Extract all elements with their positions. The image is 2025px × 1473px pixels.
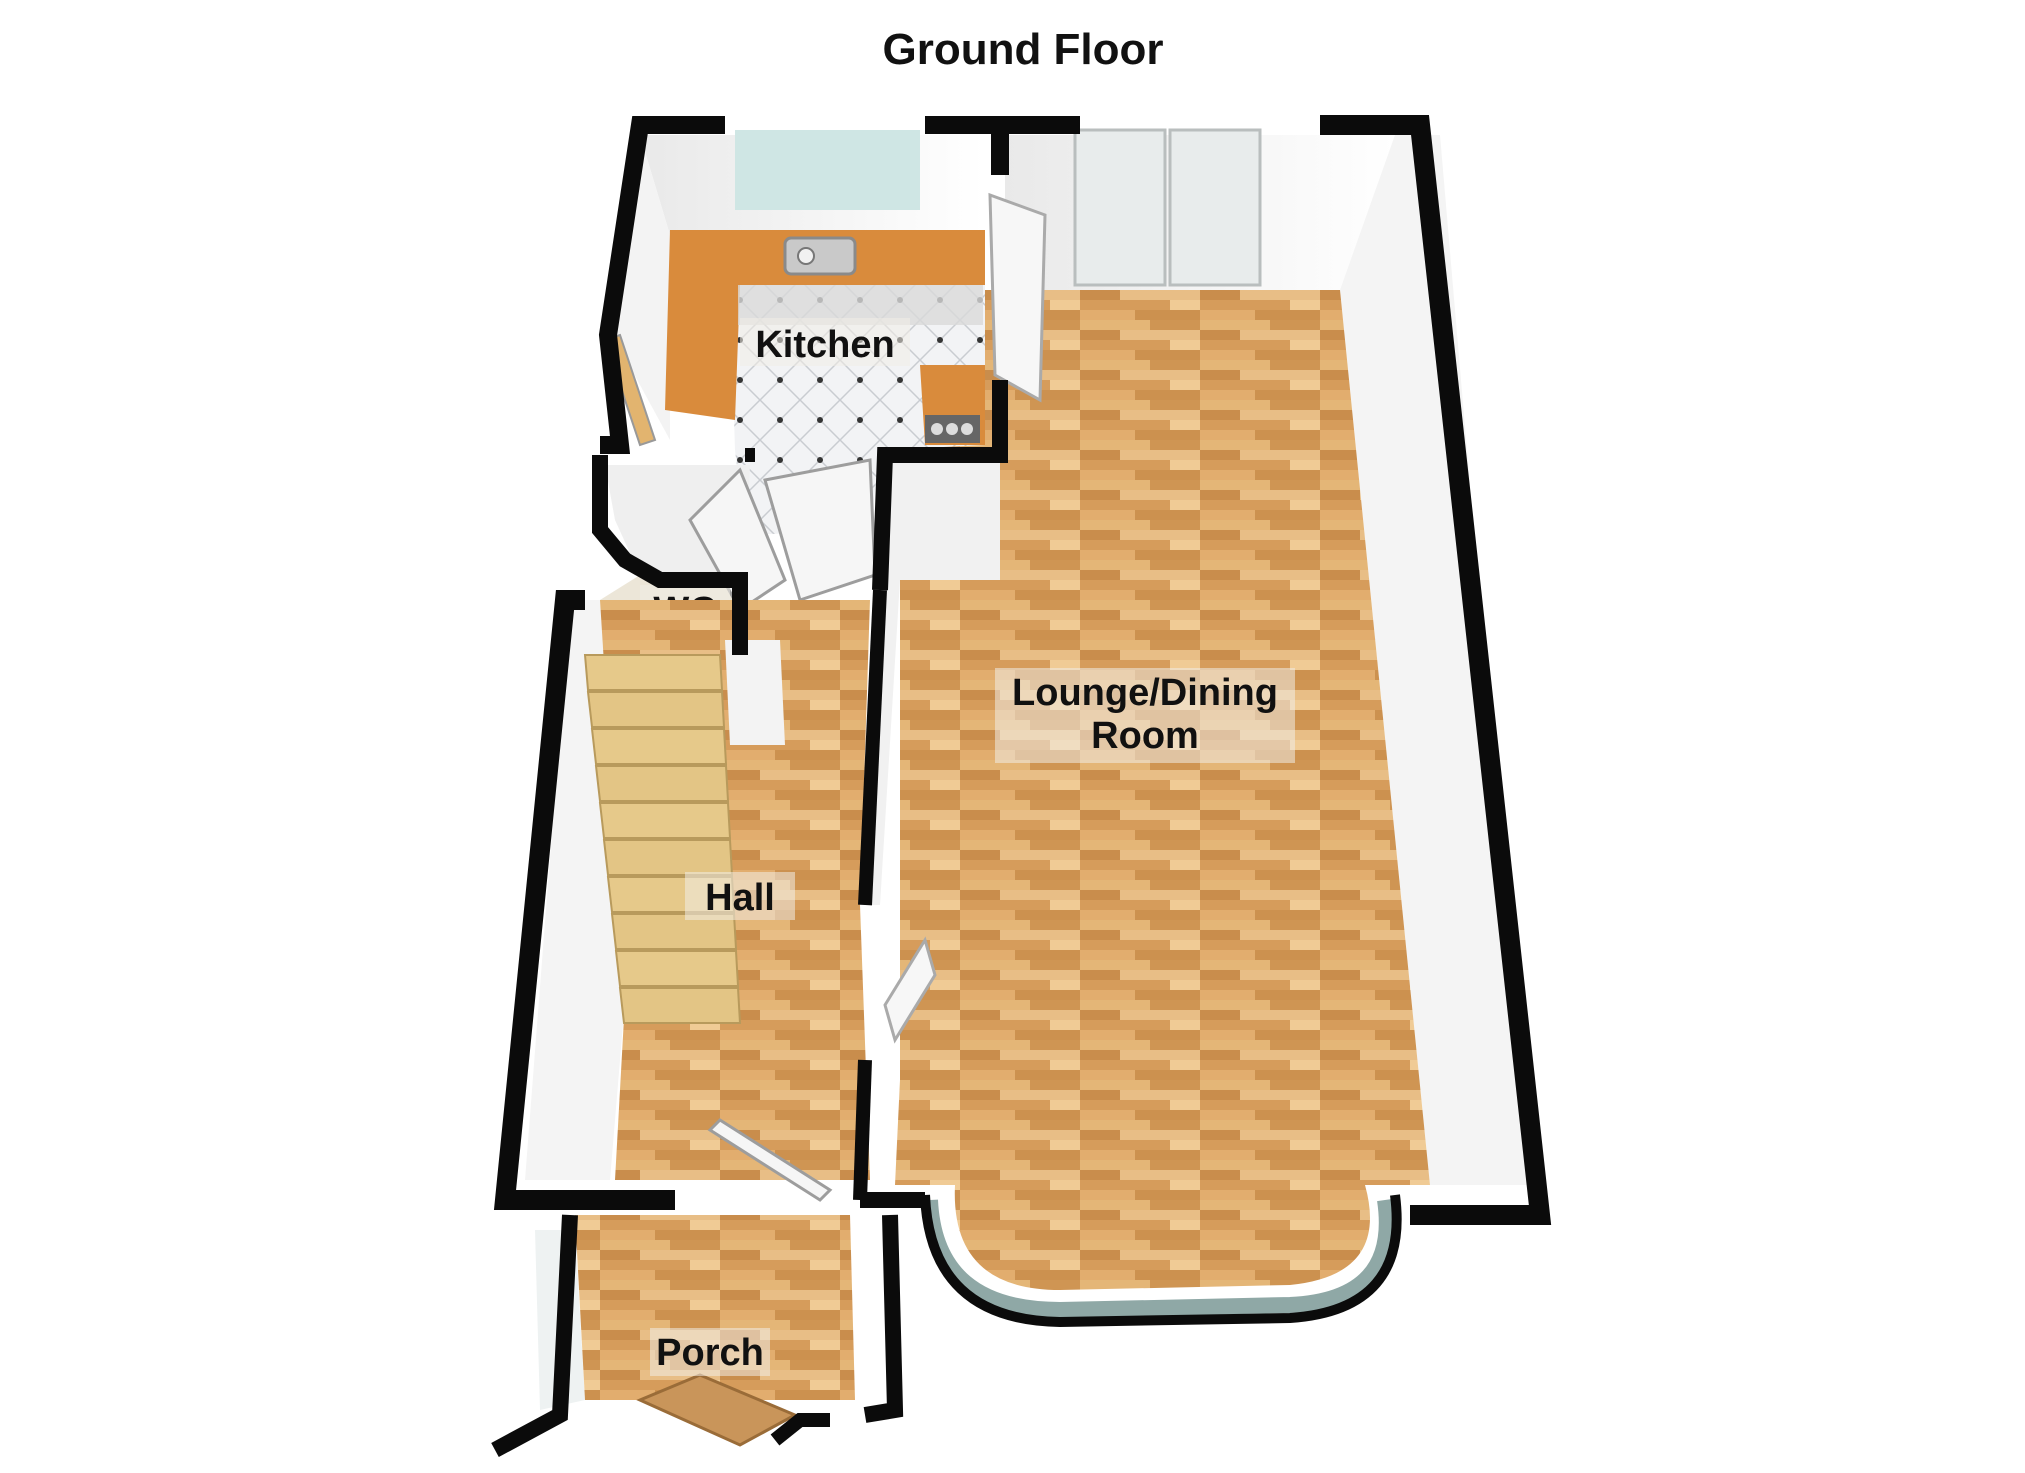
stair-tread <box>598 802 732 839</box>
porch-room: Porch <box>535 1215 855 1447</box>
lounge-top-right-wall <box>1320 115 1552 1225</box>
stair-tread <box>594 765 730 802</box>
lounge-label-line2: Room <box>1091 715 1199 757</box>
kitchen-label: Kitchen <box>755 324 894 366</box>
lounge-label-line1: Lounge/Dining <box>1012 672 1278 714</box>
patio-door-right <box>1168 128 1262 287</box>
kitchen-room: Kitchen <box>603 130 985 535</box>
bay-window <box>922 1198 1395 1319</box>
stair-tread <box>602 839 734 876</box>
kitchen-label-bg <box>740 318 910 366</box>
kitchen-lounge-door <box>988 192 1047 403</box>
hob-burner-icon <box>961 423 973 435</box>
porch-front-wall-right <box>770 1413 830 1446</box>
sink-icon <box>783 236 857 276</box>
lounge-floor <box>895 290 1430 1290</box>
stair-tread <box>583 654 724 691</box>
kitchen-left-wall-face <box>610 135 670 440</box>
kitchen-lounge-wall-lower <box>872 380 1008 591</box>
stair-tread <box>590 728 728 765</box>
wc-wall <box>592 455 748 655</box>
stair-tread <box>618 987 742 1024</box>
porch-left-wall <box>491 1214 578 1458</box>
patio-door-left <box>1073 128 1167 287</box>
hall-wc-partition <box>725 640 785 745</box>
hall-lounge-partition-lower <box>853 1059 872 1201</box>
hall-front-door <box>707 1118 833 1202</box>
hob-burner-icon <box>946 423 958 435</box>
porch-label: Porch <box>656 1332 764 1374</box>
porch-label-bg <box>650 1328 770 1376</box>
kitchen-window <box>735 130 920 210</box>
lounge-left-partition <box>860 455 1000 905</box>
plan-title: Ground Floor <box>882 25 1163 74</box>
lounge-right-wall-face <box>1340 135 1530 1185</box>
porch-floor <box>575 1215 855 1400</box>
stair-tread <box>586 691 726 728</box>
lounge-label-bg <box>995 668 1295 763</box>
lounge-door <box>883 936 937 1044</box>
staircase <box>583 654 742 1024</box>
walls <box>491 115 1552 1458</box>
bay-window-wall <box>920 1194 1402 1328</box>
porch-door-mat <box>636 1373 799 1447</box>
hall-label: Hall <box>705 877 775 919</box>
kitchen-outer-wall <box>598 116 725 454</box>
hob-burner-icon <box>931 423 943 435</box>
kitchen-worktop <box>665 230 985 420</box>
hall-outer-wall <box>493 590 675 1210</box>
lounge-dining-room <box>860 128 1530 1328</box>
hall-label-bg <box>685 872 795 920</box>
hall-lounge-partition <box>858 589 887 906</box>
hall-room: Hall <box>525 600 870 1202</box>
porch-right-wall <box>863 1214 904 1423</box>
stair-tread <box>614 950 740 987</box>
sink-drain-icon <box>797 247 815 265</box>
